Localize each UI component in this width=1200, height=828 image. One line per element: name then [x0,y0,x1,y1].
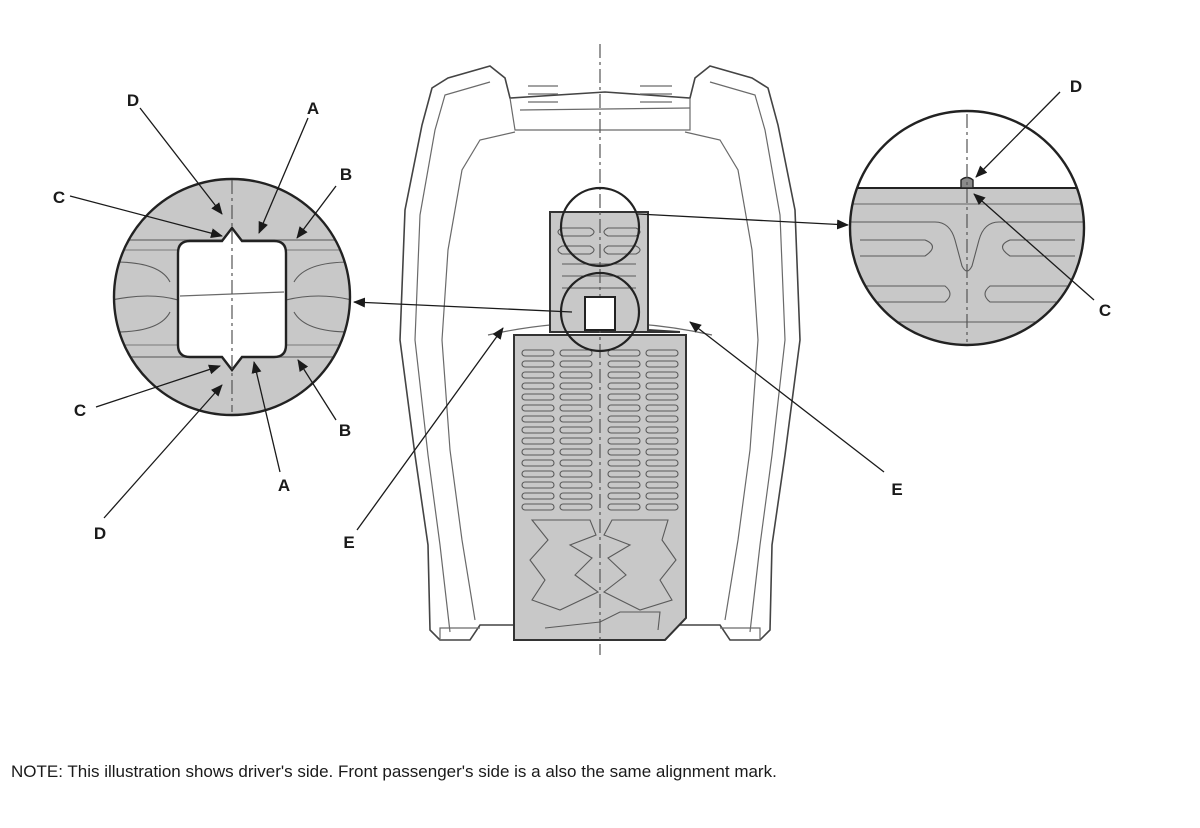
callout-d-bottom-left: D [94,524,106,543]
arrow-to-left-detail [353,297,573,313]
detail-view-left [112,177,352,417]
callout-c-right: C [1099,301,1111,320]
alignment-window-small [584,296,616,331]
callout-e-left: E [343,533,354,552]
arrow-to-right-detail [637,213,849,230]
illustration-note: NOTE: This illustration shows driver's s… [11,762,777,781]
seat-back [399,65,801,641]
callout-a-bottom-left: A [278,476,290,495]
callout-labels: D A C B C B A D E E D C [53,77,1111,552]
leader-lines [69,91,1095,531]
callout-c-top-left: C [53,188,65,207]
callout-b-bottom-left: B [339,421,351,440]
zoom-ring-upper [559,186,641,268]
callout-e-right: E [891,480,902,499]
callout-b-top-left: B [340,165,352,184]
callout-d-right: D [1070,77,1082,96]
sensor-pad-upper [549,211,681,333]
callout-a-top-left: A [307,99,319,118]
detail-view-right [848,109,1086,347]
callout-d-top-left: D [127,91,139,110]
callout-c-bottom-left: C [74,401,86,420]
